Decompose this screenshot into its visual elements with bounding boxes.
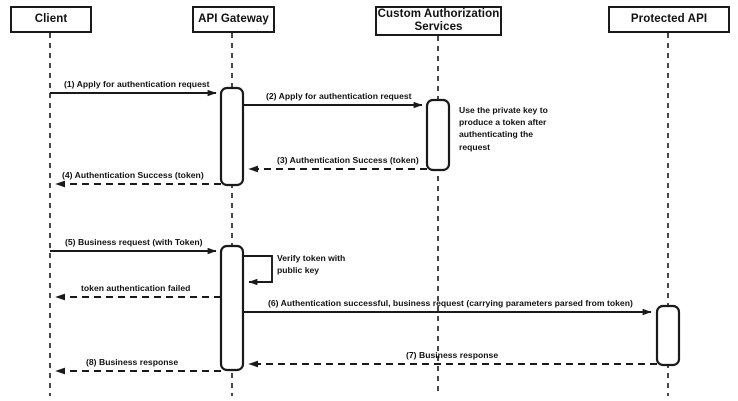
note-text-private-key: Use the private key to produce a token a…: [459, 105, 548, 152]
message-label-6: (6) Authentication successful, business …: [268, 298, 633, 308]
activation-custom-authorization-services[interactable]: [425, 98, 451, 172]
participant-box-custom-authorization-services[interactable]: Custom Authorization Services: [375, 6, 502, 36]
participant-label-api-gateway: API Gateway: [198, 13, 269, 26]
participant-box-api-gateway[interactable]: API Gateway: [192, 6, 275, 33]
message-label-4: (4) Authentication Success (token): [62, 170, 204, 180]
activation-protected-api[interactable]: [655, 304, 681, 367]
participant-box-client[interactable]: Client: [10, 6, 92, 33]
message-label-5: (5) Business request (with Token): [65, 237, 203, 247]
participant-label-client: Client: [34, 13, 68, 26]
participant-label-custom-authorization-services: Custom Authorization Services: [377, 8, 500, 33]
activation-api-gateway-business[interactable]: [219, 244, 245, 372]
message-label-2: (2) Apply for authentication request: [266, 91, 412, 101]
message-label-3: (3) Authentication Success (token): [277, 155, 419, 165]
participant-label-protected-api: Protected API: [630, 13, 708, 26]
activation-bars: [219, 86, 681, 372]
message-label-8: (8) Business response: [86, 357, 179, 367]
self-message-arrow-verify-token[interactable]: [243, 255, 273, 286]
message-label-1: (1) Apply for authentication request: [64, 79, 210, 89]
participant-box-protected-api[interactable]: Protected API: [608, 6, 730, 33]
message-label-token-authentication-failed: token authentication failed: [81, 283, 191, 293]
self-message-label-verify-token: Verify token with public key: [277, 253, 346, 276]
message-label-7: (7) Business response: [406, 350, 499, 360]
activation-api-gateway-auth[interactable]: [219, 86, 245, 187]
